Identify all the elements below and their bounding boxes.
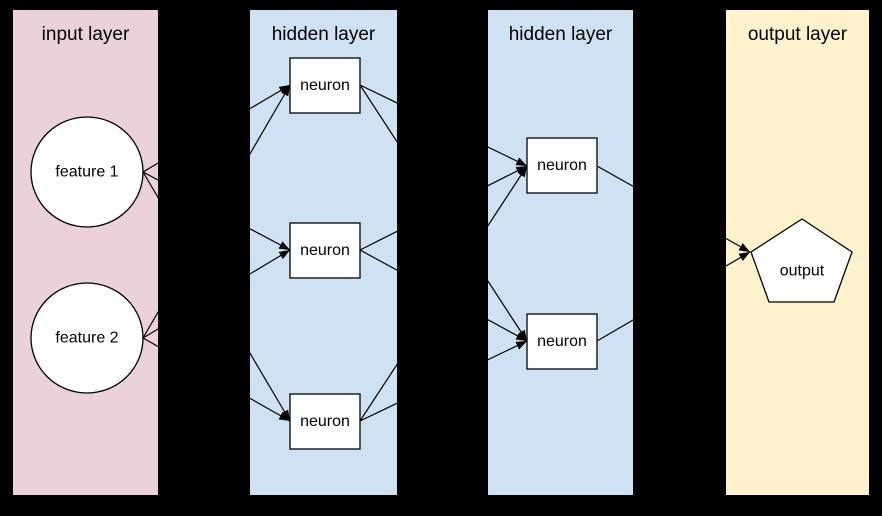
layer-panels: input layer hidden layer hidden layer outpu… xyxy=(13,10,869,495)
panel-title-hidden-layer-1: hidden layer xyxy=(272,24,376,45)
edge-feature-1-to-h1-neuron-3 xyxy=(142,171,291,422)
edge-h1-neuron-2-to-h2-neuron-1 xyxy=(359,165,528,251)
node-label-h1-neuron-2: neuron xyxy=(300,242,350,259)
node-output-node xyxy=(750,218,853,303)
node-h2-neuron-2 xyxy=(526,313,598,370)
edge-h2-neuron-2-to-output-node xyxy=(596,251,751,342)
node-label-h1-neuron-1: neuron xyxy=(300,77,350,94)
edge-feature-1-to-h1-neuron-1 xyxy=(142,84,291,173)
panel-title-hidden-layer-2: hidden layer xyxy=(509,24,613,45)
connection-edges xyxy=(142,84,751,422)
edge-h1-neuron-1-to-h2-neuron-2 xyxy=(359,84,528,342)
panel-title-input-layer: input layer xyxy=(42,24,130,45)
edge-feature-2-to-h1-neuron-2 xyxy=(142,249,291,339)
node-label-feature-1: feature 1 xyxy=(55,164,118,181)
node-label-h1-neuron-3: neuron xyxy=(300,413,350,430)
edge-feature-2-to-h1-neuron-1 xyxy=(142,84,291,339)
edge-h1-neuron-3-to-h2-neuron-1 xyxy=(359,165,528,422)
node-h2-neuron-1 xyxy=(526,137,598,194)
panel-hidden-layer-2 xyxy=(488,10,633,495)
panel-title-output-layer: output layer xyxy=(748,24,848,45)
node-feature-2 xyxy=(30,282,144,394)
node-h1-neuron-2 xyxy=(289,222,361,279)
edge-feature-2-to-h1-neuron-3 xyxy=(142,337,291,422)
edge-h1-neuron-3-to-h2-neuron-2 xyxy=(359,340,528,422)
node-h1-neuron-3 xyxy=(289,393,361,450)
node-label-feature-2: feature 2 xyxy=(55,330,118,347)
node-label-output-node: output xyxy=(780,263,825,280)
nodes: feature 1 feature 2 neuron neuron neuron neur… xyxy=(30,57,853,450)
node-feature-1 xyxy=(30,116,144,228)
edge-h1-neuron-2-to-h2-neuron-2 xyxy=(359,249,528,342)
node-label-h2-neuron-2: neuron xyxy=(537,333,587,350)
edge-h2-neuron-1-to-output-node xyxy=(596,165,751,253)
node-h1-neuron-1 xyxy=(289,57,361,114)
node-label-h2-neuron-1: neuron xyxy=(537,157,587,174)
panel-input-layer xyxy=(13,10,158,495)
edge-h1-neuron-1-to-h2-neuron-1 xyxy=(359,84,528,167)
